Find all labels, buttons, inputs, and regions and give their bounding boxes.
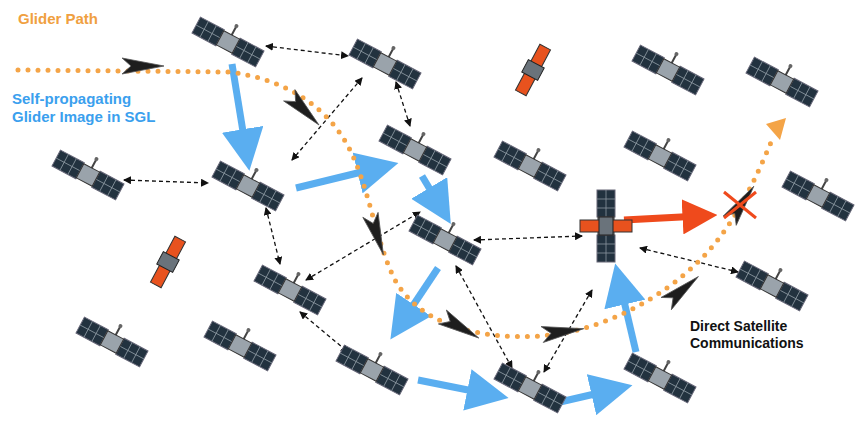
- link-caption: Direct Satellite Communications: [690, 318, 820, 351]
- propagation-caption: Self-propagating Glider Image in SGL: [12, 90, 162, 125]
- path-caption: Glider Path: [18, 10, 178, 28]
